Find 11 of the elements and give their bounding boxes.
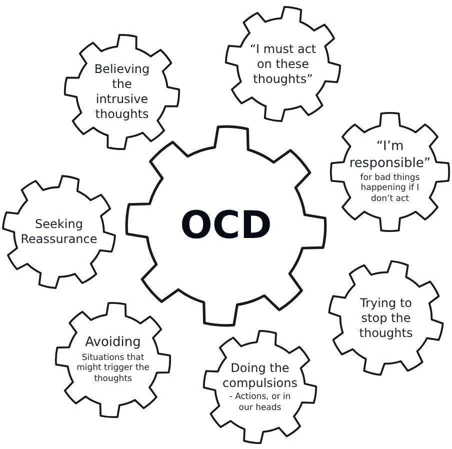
gear-label: “I must act on these thoughts” [248, 42, 318, 86]
gear-label: Seeking Reassurance [20, 217, 98, 247]
gear-description: - Actions, or in our heads [228, 392, 292, 414]
gear-label: “I’m responsible” [348, 139, 432, 172]
gear-label: Believing the intrusive thoughts [93, 62, 151, 122]
gear-label: Trying to stop the thoughts [358, 296, 414, 340]
gear-description: Situations that might trigger the thoughts [76, 352, 150, 385]
gear-description: for bad things happening if I don’t act [359, 172, 421, 205]
gear-label: OCD [179, 202, 273, 250]
gear-label: Doing the compulsions [222, 360, 298, 391]
gear-label: Avoiding [84, 335, 142, 352]
